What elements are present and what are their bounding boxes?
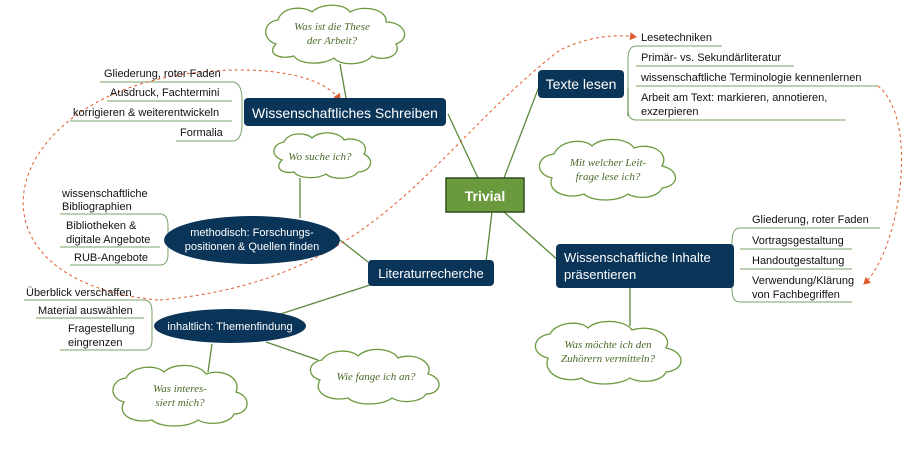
cloud-anfangen — [309, 348, 440, 405]
praesentieren-item: Gliederung, roter Faden — [752, 214, 869, 226]
node-schreiben[interactable] — [244, 98, 446, 126]
cloud-interessiert-text-2: siert mich? — [155, 397, 205, 409]
node-literaturrecherche-label: Literaturrecherche — [378, 266, 484, 281]
cloud-anfangen-text: Wie fange ich an? — [336, 371, 416, 383]
praesentieren-item: von Fachbegriffen — [752, 289, 840, 301]
schreiben-item: korrigieren & weiterentwickeln — [73, 107, 219, 119]
texte-item: Arbeit am Text: markieren, annotieren, — [641, 92, 827, 104]
node-methodisch-label-1: methodisch: Forschungs- — [190, 227, 314, 239]
cloud-leitfrage-text-2: frage lese ich? — [576, 171, 641, 183]
node-literaturrecherche[interactable] — [368, 260, 494, 286]
cloud-wo-suche-text: Wo suche ich? — [288, 151, 352, 163]
cloud-zuhoerer — [534, 320, 682, 385]
node-praesentieren-label-1: Wissenschaftliche Inhalte — [564, 250, 711, 265]
texte-item: exzerpieren — [641, 106, 698, 118]
cloud-shapes — [112, 4, 682, 427]
inhaltlich-item: Überblick verschaffen — [26, 287, 132, 299]
texte-item-lines — [627, 45, 878, 121]
node-methodisch-label-2: positionen & Quellen finden — [185, 241, 320, 253]
node-inhaltlich[interactable] — [154, 309, 306, 343]
schreiben-item: Ausdruck, Fachtermini — [110, 87, 219, 99]
cloud-wo-suche — [273, 132, 372, 179]
cloud-these-text-1: Was ist die These — [294, 21, 370, 33]
cloud-leitfrage — [538, 138, 677, 201]
center-node[interactable] — [445, 177, 525, 213]
cloud-these — [265, 4, 406, 65]
methodisch-item: RUB-Angebote — [74, 252, 148, 264]
praesentieren-item: Verwendung/Klärung — [752, 275, 854, 287]
cloud-zuhoerer-text-2: Zuhörern vermitteln? — [561, 353, 655, 365]
texte-item: Primär- vs. Sekundärliteratur — [641, 52, 781, 64]
link-arrow-top — [159, 32, 637, 301]
cloud-zuhoerer-text-1: Was möchte ich den — [564, 339, 652, 351]
link-arrow-right — [863, 85, 903, 285]
inhaltlich-item: Fragestellung — [68, 323, 135, 335]
cloud-interessiert-text-1: Was interes- — [153, 383, 207, 395]
branch-connectors — [207, 63, 631, 373]
cloud-these-text-2: der Arbeit? — [307, 35, 358, 47]
node-methodisch[interactable] — [164, 216, 340, 264]
center-label: Trivial — [465, 188, 505, 204]
praesentieren-item: Handoutgestaltung — [752, 255, 844, 267]
praesentieren-item: Vortragsgestaltung — [752, 235, 844, 247]
schreiben-item-lines — [70, 81, 243, 142]
texte-item: Lesetechniken — [641, 32, 712, 44]
cloud-leitfrage-text-1: Mit welcher Leit- — [569, 157, 647, 169]
schreiben-item: Gliederung, roter Faden — [104, 68, 221, 80]
link-arrow-left — [22, 69, 341, 301]
inhaltlich-item: eingrenzen — [68, 337, 122, 349]
node-texte-lesen-label: Texte lesen — [546, 76, 617, 92]
texte-item: wissenschaftliche Terminologie kennenler… — [640, 72, 862, 84]
methodisch-item: Bibliotheken & — [66, 220, 137, 232]
inhaltlich-item-lines — [24, 299, 153, 351]
methodisch-item: Bibliographien — [62, 201, 132, 213]
node-texte-lesen[interactable] — [538, 70, 624, 98]
methodisch-item: wissenschaftliche — [61, 188, 148, 200]
methodisch-item: digitale Angebote — [66, 234, 150, 246]
inhaltlich-item: Material auswählen — [38, 305, 133, 317]
cloud-interessiert — [112, 364, 248, 427]
node-inhaltlich-label: inhaltlich: Themenfindung — [167, 321, 292, 333]
schreiben-item: Formalia — [180, 127, 224, 139]
node-praesentieren-label-2: präsentieren — [564, 267, 636, 282]
node-praesentieren[interactable] — [556, 244, 734, 288]
node-schreiben-label: Wissenschaftliches Schreiben — [252, 105, 438, 121]
